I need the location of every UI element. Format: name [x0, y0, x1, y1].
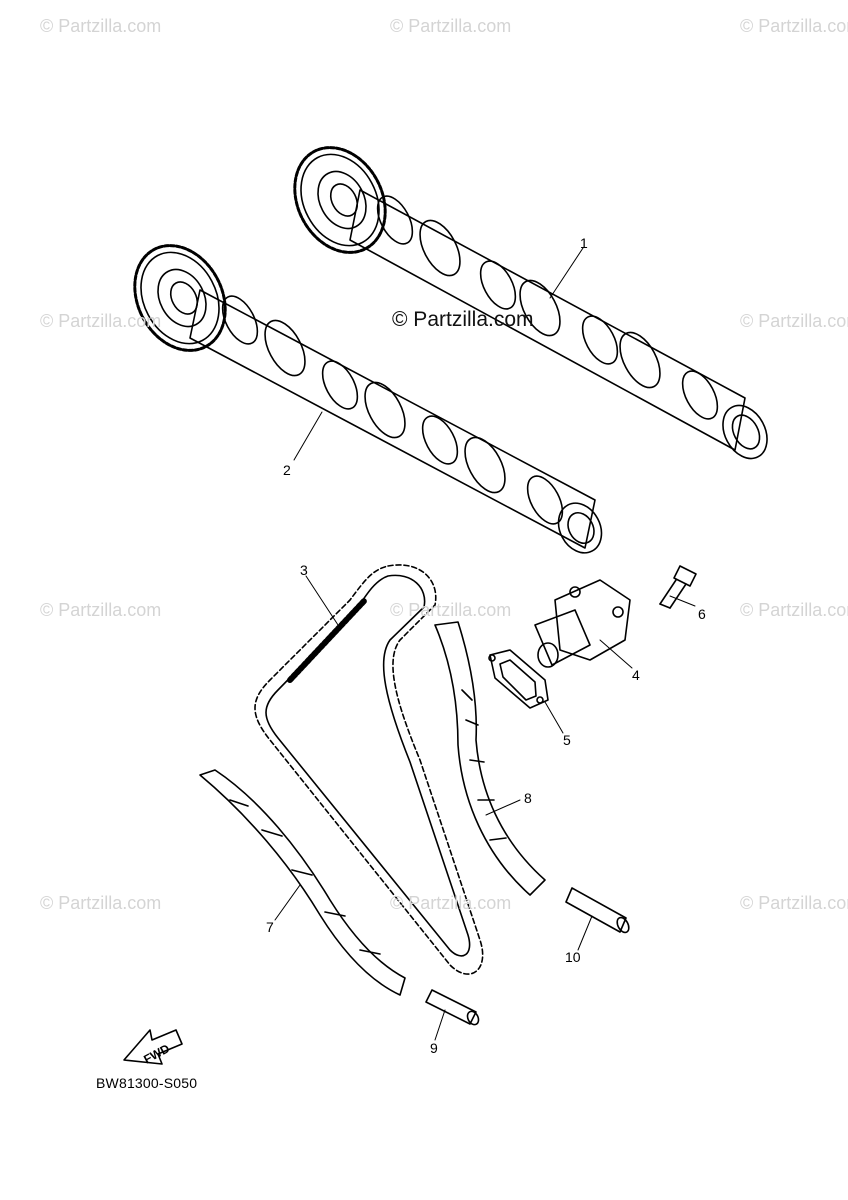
pin-10[interactable] [565, 887, 631, 934]
callout-8[interactable]: 8 [524, 790, 532, 806]
callout-7[interactable]: 7 [266, 919, 274, 935]
callout-2[interactable]: 2 [283, 462, 291, 478]
chain-guide-left[interactable] [199, 769, 406, 996]
callout-5[interactable]: 5 [563, 732, 571, 748]
callout-10[interactable]: 10 [565, 949, 581, 965]
fwd-arrow-icon [123, 1029, 183, 1065]
credit-watermark: © Partzilla.com [392, 308, 534, 331]
callout-3[interactable]: 3 [300, 562, 308, 578]
watermark: © Partzilla.com [390, 893, 512, 913]
watermark: © Partzilla.com [740, 893, 848, 913]
callout-1[interactable]: 1 [580, 235, 588, 251]
pin-9[interactable] [425, 989, 481, 1027]
camshaft-1[interactable] [277, 132, 776, 466]
chain-guide-right[interactable] [434, 621, 546, 896]
timing-chain[interactable] [254, 564, 484, 975]
leader-lines [274, 247, 696, 1041]
chain-tensioner[interactable] [534, 579, 631, 668]
bolt[interactable] [659, 565, 697, 609]
watermark: © Partzilla.com [40, 893, 162, 913]
watermark: © Partzilla.com [390, 16, 512, 36]
watermark: © Partzilla.com [740, 311, 848, 331]
camshaft-2[interactable] [117, 230, 610, 561]
watermark: © Partzilla.com [390, 600, 512, 620]
watermark: © Partzilla.com [740, 600, 848, 620]
watermark: © Partzilla.com [740, 16, 848, 36]
callout-4[interactable]: 4 [632, 667, 640, 683]
callout-9[interactable]: 9 [430, 1040, 438, 1056]
watermark: © Partzilla.com [40, 16, 162, 36]
callout-6[interactable]: 6 [698, 606, 706, 622]
watermark: © Partzilla.com [40, 311, 162, 331]
watermark: © Partzilla.com [40, 600, 162, 620]
diagram-code: BW81300-S050 [96, 1075, 198, 1091]
gasket[interactable] [488, 649, 549, 709]
